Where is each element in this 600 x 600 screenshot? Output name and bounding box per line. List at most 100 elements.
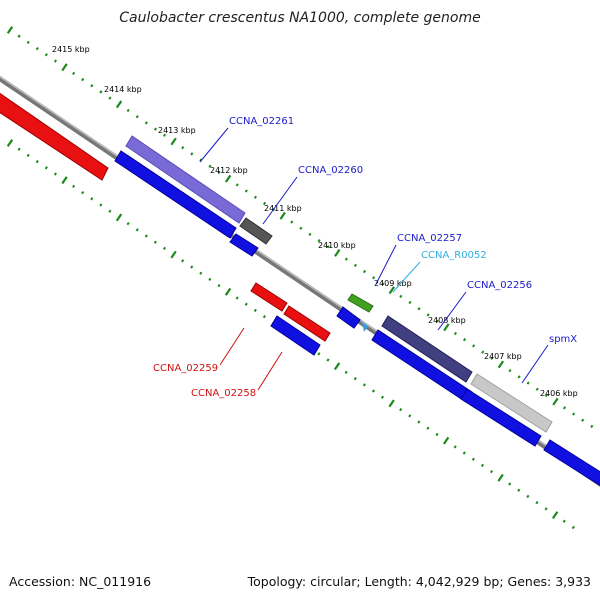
feature-ccna-02256[interactable] <box>381 315 473 383</box>
ring-tick <box>472 344 476 348</box>
ring-tick <box>535 501 539 505</box>
ring-tick <box>144 234 148 238</box>
gene-label-spmx[interactable]: spmX <box>549 334 577 345</box>
ring-tick <box>490 356 494 360</box>
ring-tick <box>517 488 521 492</box>
ring-tick <box>6 139 14 147</box>
ring-tick <box>299 226 303 230</box>
feature-blue-right[interactable] <box>543 439 600 488</box>
gene-label-ccna-02256[interactable]: CCNA_02256 <box>467 280 532 291</box>
callout-lines <box>199 127 549 391</box>
ring-tick <box>17 34 21 38</box>
ring-tick <box>362 269 367 274</box>
feature-blue-ccna-02257[interactable] <box>336 306 361 329</box>
ring-tick <box>317 352 321 356</box>
ring-tick <box>508 482 512 486</box>
ring-tick <box>61 63 68 72</box>
feature-ccna-02258[interactable] <box>283 305 331 342</box>
feature-ccna-02260[interactable] <box>239 217 273 245</box>
ring-tick <box>279 211 286 220</box>
ring-tick <box>190 152 194 156</box>
ring-tick <box>508 369 512 373</box>
ring-tick <box>381 282 385 286</box>
genome-summary-text: Topology: circular; Length: 4,042,929 bp… <box>247 574 591 589</box>
ring-tick <box>497 360 505 369</box>
ring-tick <box>26 40 30 45</box>
ring-tick <box>380 395 385 399</box>
ring-tick <box>544 507 548 511</box>
gene-label-ccna-02261[interactable]: CCNA_02261 <box>229 116 294 127</box>
gene-labels: CCNA_02261 CCNA_02260 CCNA_02257 CCNA_R0… <box>153 116 577 399</box>
ring-tick <box>61 176 68 185</box>
feature-ccna-02257[interactable] <box>347 293 374 313</box>
ring-tick <box>208 164 212 168</box>
ring-tick <box>334 249 341 257</box>
ring-tick <box>126 108 130 113</box>
ring-tick <box>443 323 450 332</box>
ring-tick <box>290 220 294 224</box>
ring-tick <box>81 190 85 195</box>
ring-tick <box>353 376 357 381</box>
outer-tick-ring <box>6 26 594 429</box>
ring-tick <box>217 170 221 175</box>
ring-tick <box>317 238 321 243</box>
feature-blue-ccna-02258[interactable] <box>270 315 321 356</box>
map-title: Caulobacter crescentus NA1000, complete … <box>119 10 481 26</box>
ring-tick <box>108 96 112 100</box>
ring-tick <box>326 358 330 362</box>
ring-tick <box>126 221 130 226</box>
ring-tick <box>590 424 594 429</box>
feature-blue-ccna-02261[interactable] <box>114 150 237 239</box>
ring-tick <box>90 197 94 201</box>
feature-ccna-02261[interactable] <box>125 135 246 224</box>
feature-blue-spmx[interactable] <box>460 388 542 447</box>
ring-tick <box>581 418 585 422</box>
ring-tick <box>562 519 566 523</box>
ring-tick <box>453 445 457 449</box>
feature-red-left[interactable] <box>0 90 109 181</box>
ring-tick <box>190 265 194 269</box>
tick-label: 2413 kbp <box>158 126 196 135</box>
ring-tick <box>562 406 567 410</box>
gene-label-ccna-02260[interactable]: CCNA_02260 <box>298 165 363 176</box>
ring-tick <box>435 432 439 437</box>
ring-tick <box>426 313 430 317</box>
ring-tick <box>371 389 375 393</box>
tick-label: 2406 kbp <box>540 389 578 398</box>
ring-tick <box>497 473 504 482</box>
ring-tick <box>144 121 148 125</box>
gene-label-ccna-02259[interactable]: CCNA_02259 <box>153 363 218 374</box>
ring-tick <box>170 250 177 259</box>
ring-tick <box>72 184 76 189</box>
accession-text: Accession: NC_011916 <box>9 574 152 589</box>
ring-tick <box>417 307 421 311</box>
gene-label-ccna-02257[interactable]: CCNA_02257 <box>397 233 462 244</box>
tick-label: 2409 kbp <box>374 279 412 288</box>
ring-tick <box>170 137 177 146</box>
gene-label-ccna-02258[interactable]: CCNA_02258 <box>191 388 256 399</box>
ring-tick <box>344 370 348 375</box>
ring-tick <box>44 53 48 57</box>
ring-tick <box>244 302 248 306</box>
tick-label: 2411 kbp <box>264 204 302 213</box>
feature-spmx[interactable] <box>470 373 553 433</box>
tick-label: 2410 kbp <box>318 241 356 250</box>
feature-ccna-r0052[interactable] <box>362 322 368 332</box>
tick-label: 2415 kbp <box>52 45 90 54</box>
ring-tick <box>199 271 203 275</box>
tick-label: 2414 kbp <box>104 85 142 94</box>
ring-tick <box>44 166 48 170</box>
features-upper <box>125 135 553 433</box>
ring-tick <box>462 451 466 455</box>
ring-tick <box>99 203 103 207</box>
ring-tick <box>35 159 39 164</box>
feature-ccna-02259[interactable] <box>250 282 288 312</box>
ring-tick <box>517 375 521 379</box>
ring-tick <box>435 319 439 323</box>
features-lower <box>0 90 600 488</box>
ring-tick <box>481 350 485 354</box>
feature-blue-ccna-02260[interactable] <box>229 233 259 257</box>
tick-label: 2408 kbp <box>428 316 466 325</box>
gene-label-ccna-r0052[interactable]: CCNA_R0052 <box>421 250 487 261</box>
ring-tick <box>115 213 123 222</box>
